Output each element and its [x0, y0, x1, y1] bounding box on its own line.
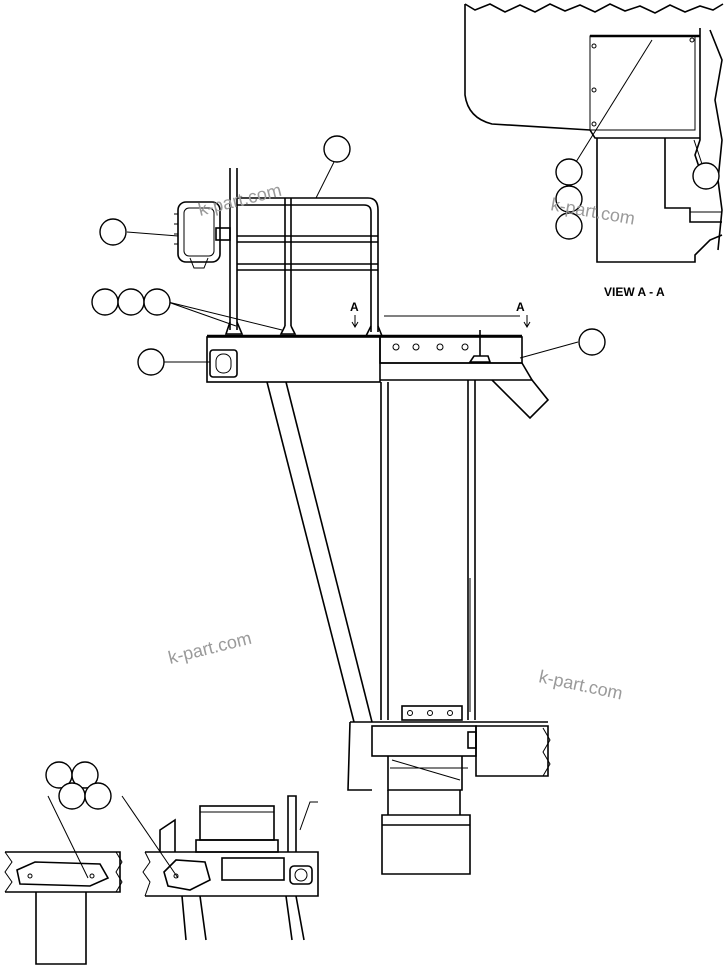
watermark: k-part.com	[537, 666, 624, 703]
work-light	[174, 201, 231, 269]
callout-bubble	[143, 288, 171, 316]
callout-bubble	[323, 135, 351, 163]
callout-bubble	[555, 185, 583, 213]
section-marker-right: A	[516, 300, 525, 314]
callout-bubble	[71, 761, 99, 789]
callout-bubble	[58, 782, 86, 810]
guard-plate	[589, 35, 696, 131]
bottom-detail	[4, 795, 319, 965]
lower-mount	[347, 721, 551, 875]
handrail-assembly	[224, 168, 384, 337]
view-a-a-detail: VIEW A - A	[464, 3, 724, 299]
view-title: VIEW A - A	[604, 285, 665, 299]
leader-lines	[126, 161, 579, 363]
callout-bubble	[555, 158, 583, 186]
callout-bubble	[692, 162, 720, 190]
callout-bubbles	[45, 135, 720, 810]
section-marker-left: A	[350, 300, 359, 314]
ladder	[380, 380, 476, 721]
callout-bubble	[137, 348, 165, 376]
callout-bubble	[99, 218, 127, 246]
callout-bubble	[117, 288, 145, 316]
callout-bubble	[84, 782, 112, 810]
callout-bubble	[91, 288, 119, 316]
callout-bubble	[555, 212, 583, 240]
watermark: k-part.com	[196, 180, 283, 220]
callout-bubble	[578, 328, 606, 356]
platform: A A	[206, 300, 550, 420]
platform-lamp	[209, 349, 238, 378]
diagonal-braces	[266, 381, 373, 723]
watermark: k-part.com	[166, 628, 253, 668]
